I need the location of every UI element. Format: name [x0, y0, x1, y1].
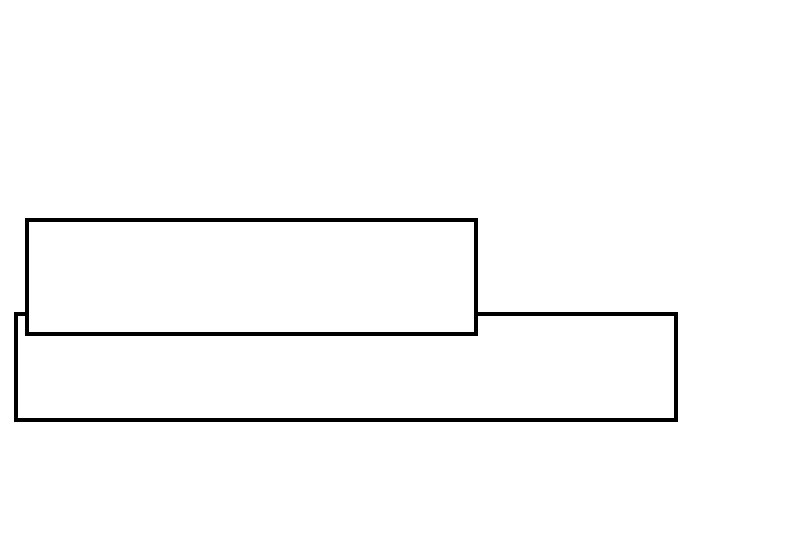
top-rectangle [25, 218, 478, 336]
